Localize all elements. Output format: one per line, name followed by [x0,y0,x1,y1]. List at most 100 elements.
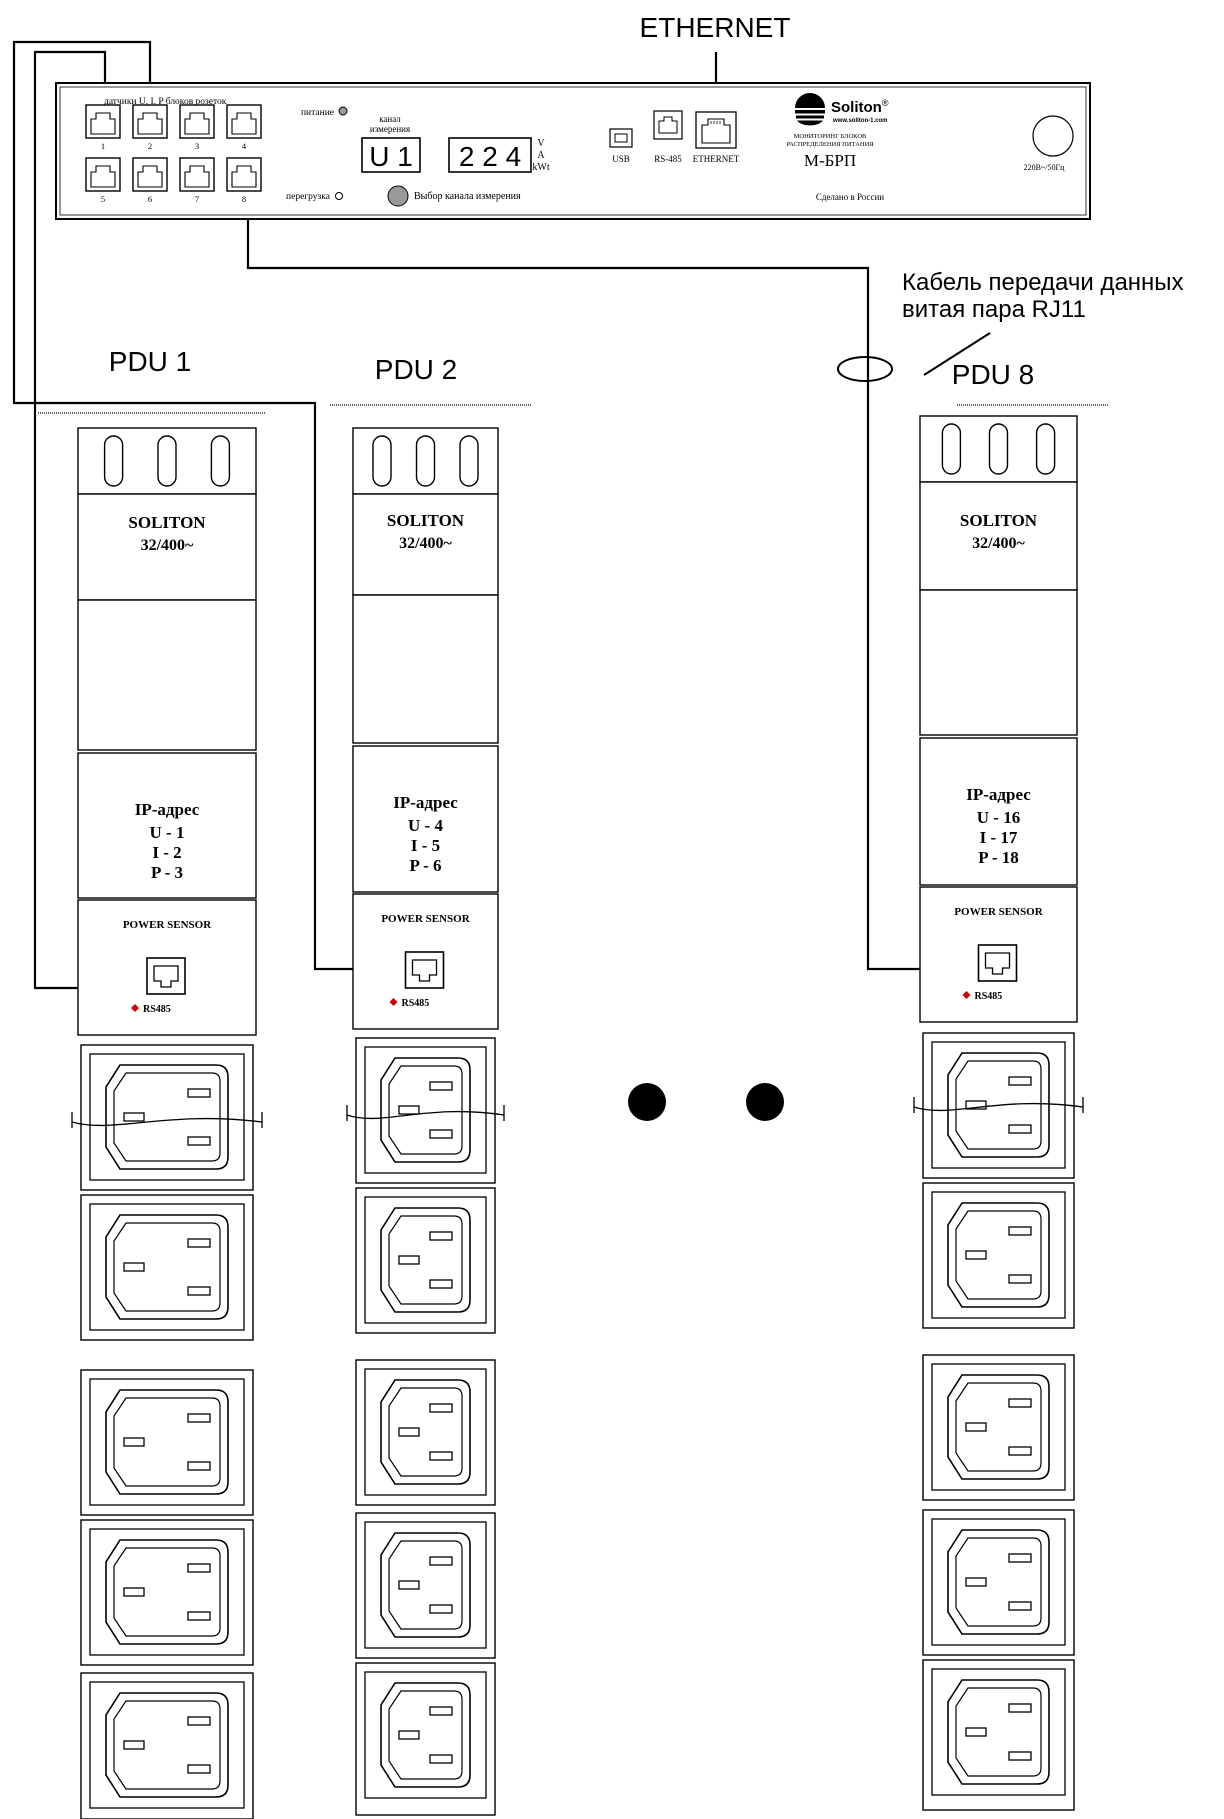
pdu-brand: SOLITON [387,511,465,530]
pdu-outlet [922,1182,1075,1329]
pdu-ip-line: P - 18 [978,848,1019,867]
channel-display [361,137,421,173]
device-desc-line2: РАСПРЕДЕЛЕНИЯ ПИТАНИЯ [786,141,874,148]
usb-port-inner [614,133,628,143]
pdu-rating: 32/400~ [972,535,1025,552]
pdu-ip-label: IP-адрес [135,800,200,819]
pdu-break-symbol [346,1105,505,1121]
power-led-label: питание [301,108,334,118]
pdu-ip-line: U - 4 [408,816,443,835]
pdu-ip-line: U - 1 [150,823,185,842]
pdu-outlet [80,1672,254,1819]
ethernet-port [695,111,737,149]
pdu-outlet [922,1659,1075,1811]
rs485-label: RS-485 [654,154,682,164]
brand-website: www.soliton-1.com [832,118,887,124]
measure-display [448,137,532,173]
pdu-status-led [389,998,398,1006]
pdu-outlet [80,1044,254,1191]
pdu-port-label: RS485 [143,1004,171,1015]
pdu-rating: 32/400~ [141,537,194,554]
sensor-port-number: 3 [195,141,199,151]
sensor-port-number: 8 [242,194,246,204]
pdu-ip-panel [77,752,257,899]
ellipsis-dot-2 [746,1083,784,1121]
sensor-port-6: 6 [132,157,168,204]
pdu-rs485-jack [977,944,1018,982]
pdu-title: PDU 8 [952,359,1034,390]
pdu-outlet [355,1037,496,1184]
unit-kwt: kWt [532,162,549,173]
pdu-3: PDU 8 SOLITON 32/400~ IP-адрес U - 16I - 17P… [913,359,1108,1811]
unit-a: A [537,150,545,161]
pdu-break-symbol [71,1112,263,1128]
pdu-status-led [962,991,971,999]
pdu-vent-fins [352,427,499,495]
brand-name: Soliton® [831,98,889,116]
pdu-vent-fins [77,427,257,495]
pdu-blank-panel [919,589,1078,736]
sensor-port-3: 3 [179,104,215,151]
pdu-ip-line: U - 16 [977,808,1020,827]
pdu-group: PDU 1 SOLITON 32/400~ IP-адрес U - 1I - 2 P -… [38,346,1108,1819]
channel-value: U 1 [369,141,413,172]
sensor-port-number: 7 [195,194,199,204]
rs485-port [653,110,683,140]
sensor-port-5: 5 [85,157,121,204]
pdu-outlet [355,1512,496,1659]
sensor-port-4: 4 [226,104,262,151]
pdu-port-label: RS485 [975,991,1003,1002]
sensor-port-number: 2 [148,141,152,151]
power-input-socket [1032,115,1074,157]
pdu-rs485-jack [404,951,445,989]
overload-led [335,192,343,200]
pdu-outlet [922,1354,1075,1501]
sensor-port-number: 6 [148,194,152,204]
sensor-port-7: 7 [179,157,215,204]
power-input-label: 220В~/50Гц [1024,163,1066,172]
device-desc-line1: МОНИТОРИНГ БЛОКОВ [794,133,867,140]
ellipsis-dot-1 [628,1083,666,1121]
pdu-ip-label: IP-адрес [966,785,1031,804]
pdu-blank-panel [352,594,499,744]
pdu-title: PDU 2 [375,354,457,385]
power-led [338,106,348,116]
device-model: М-БРП [804,151,856,170]
ethernet-title: ETHERNET [640,12,791,43]
pdu-sensor-label: POWER SENSOR [381,913,470,925]
pdu-title: PDU 1 [109,346,191,377]
pdu-outlet [355,1662,496,1816]
unit-v: V [537,138,545,149]
pdu-ip-label: IP-адрес [393,793,458,812]
sensor-port-number: 4 [242,141,247,151]
pdu-outlet [80,1194,254,1341]
cable-label-line1: Кабель передачи данных [902,269,1184,296]
pdu-ip-line: I - 17 [980,828,1018,847]
channel-label-line2: измерения [370,124,410,134]
pdu-sensor-label: POWER SENSOR [123,919,212,931]
pdu-outlet [355,1359,496,1506]
pdu-outlet [922,1509,1075,1656]
pdu-status-led [131,1004,139,1012]
pdu-ip-line: I - 2 [152,843,181,862]
pdu-brand: SOLITON [128,513,206,532]
pdu-rs485-jack [146,957,186,995]
channel-select-button[interactable] [387,185,409,207]
pdu-blank-panel [77,599,257,751]
pdu-brand-panel [352,493,499,596]
sensor-port-1: 1 [85,104,121,151]
ethernet-port-label: ETHERNET [693,154,740,164]
sensor-port-number: 1 [101,141,105,151]
sensor-port-number: 5 [101,194,105,204]
cable-label-line2: витая пара RJ11 [902,296,1086,323]
pdu-outlet [80,1519,254,1666]
pdu-outlet [355,1187,496,1334]
pdu-brand-panel [77,493,257,601]
pdu-ip-panel [919,737,1078,886]
pdu-outlet [80,1369,254,1516]
made-in-label: Сделано в России [816,192,884,202]
pdu-brand: SOLITON [960,511,1038,530]
sensors-label: датчики U, I, P блоков розеток [104,96,227,107]
